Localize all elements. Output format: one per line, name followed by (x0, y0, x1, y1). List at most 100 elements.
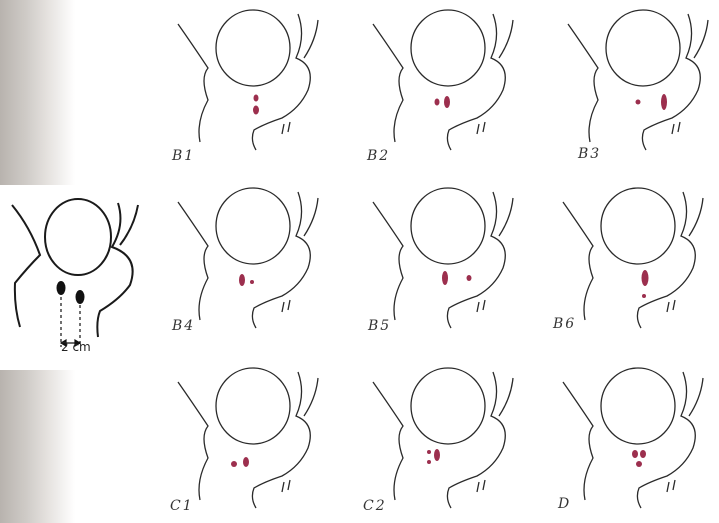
tick-marks (477, 300, 485, 312)
right-outer-contour (499, 378, 513, 416)
panel-label-b1: B1 (172, 148, 195, 164)
right-outer-contour (304, 198, 318, 236)
panel-label-b2: B2 (367, 148, 390, 164)
right-contour (252, 14, 310, 150)
right-outer-contour (689, 198, 703, 236)
panel-outline-group (178, 10, 318, 150)
panel-drawing (170, 4, 350, 164)
right-contour (447, 192, 505, 328)
lesion-marker (442, 271, 448, 285)
lesion-marker (434, 449, 440, 461)
panel-label-b4: B4 (172, 318, 195, 334)
panel-label-b6: B6 (553, 316, 576, 332)
panel-c2 (365, 362, 545, 522)
lesion-marker (254, 95, 259, 102)
panel-outline-group (178, 188, 318, 328)
tick-marks (477, 122, 485, 134)
left-contour (178, 382, 208, 500)
lesion-marker (632, 450, 638, 458)
left-contour (373, 24, 403, 142)
skull-circle (216, 10, 290, 86)
panel-drawing (365, 4, 545, 164)
right-contour (447, 14, 505, 150)
panel-b5 (365, 182, 545, 342)
skull-circle (411, 188, 485, 264)
skull-circle (411, 10, 485, 86)
lesion-marker (435, 99, 440, 106)
ref-marker-right (76, 290, 85, 304)
tick-marks (282, 480, 290, 492)
panel-b1 (170, 4, 350, 164)
left-contour (178, 24, 208, 142)
skull-circle (601, 188, 675, 264)
ref-distance-label: 2 cm (61, 340, 91, 354)
panel-drawing (170, 182, 350, 342)
skull-circle (606, 10, 680, 86)
panel-outline-group (568, 10, 708, 150)
right-outer-contour (694, 20, 708, 58)
scan-background-top (0, 0, 75, 185)
panel-d (555, 362, 719, 522)
lesion-marker (661, 94, 667, 110)
left-contour (178, 202, 208, 320)
panel-label-d: D (558, 496, 571, 512)
panel-drawing (365, 362, 545, 522)
panel-drawing (365, 182, 545, 342)
right-outer-contour (304, 378, 318, 416)
panel-outline-group (373, 10, 513, 150)
lesion-marker (640, 450, 646, 458)
panel-b3 (560, 4, 719, 164)
lesion-marker (427, 450, 431, 454)
ref-skull-circle (45, 199, 111, 275)
tick-marks (667, 480, 675, 492)
panel-drawing (555, 362, 719, 522)
lesion-marker (636, 461, 642, 467)
lesion-marker (467, 275, 472, 281)
lesion-marker (642, 294, 646, 298)
skull-circle (601, 368, 675, 444)
panel-b6 (555, 182, 719, 342)
tick-marks (477, 480, 485, 492)
lesion-marker (253, 106, 259, 115)
right-contour (637, 192, 695, 328)
lesion-marker (243, 457, 249, 467)
panel-outline-group (178, 368, 318, 508)
right-contour (637, 372, 695, 508)
ref-left-contour (12, 205, 40, 327)
panel-drawing (560, 4, 719, 164)
right-contour (642, 14, 700, 150)
lesion-marker (250, 280, 254, 284)
panel-outline-group (563, 368, 703, 508)
left-contour (563, 382, 593, 500)
skull-circle (216, 368, 290, 444)
right-contour (252, 372, 310, 508)
tick-marks (282, 300, 290, 312)
lesion-marker (642, 270, 649, 286)
left-contour (373, 202, 403, 320)
right-contour (252, 192, 310, 328)
tick-marks (282, 122, 290, 134)
lesion-marker (231, 461, 237, 467)
lesion-marker (444, 96, 450, 108)
tick-marks (667, 300, 675, 312)
panel-outline-group (563, 188, 703, 328)
right-outer-contour (499, 20, 513, 58)
left-contour (568, 24, 598, 142)
panel-drawing (170, 362, 350, 522)
panel-label-c2: C2 (363, 498, 387, 514)
right-contour (447, 372, 505, 508)
panel-b2 (365, 4, 545, 164)
ref-right-outer-contour (120, 205, 138, 245)
left-contour (563, 202, 593, 320)
tick-marks (672, 122, 680, 134)
panel-label-c1: C1 (170, 498, 194, 514)
panel-outline-group (373, 188, 513, 328)
panel-drawing (555, 182, 719, 342)
ref-marker-left (57, 281, 66, 295)
skull-circle (411, 368, 485, 444)
right-outer-contour (499, 198, 513, 236)
ref-right-contour (97, 203, 132, 337)
right-outer-contour (304, 20, 318, 58)
lesion-marker (427, 460, 431, 464)
panel-b4 (170, 182, 350, 342)
